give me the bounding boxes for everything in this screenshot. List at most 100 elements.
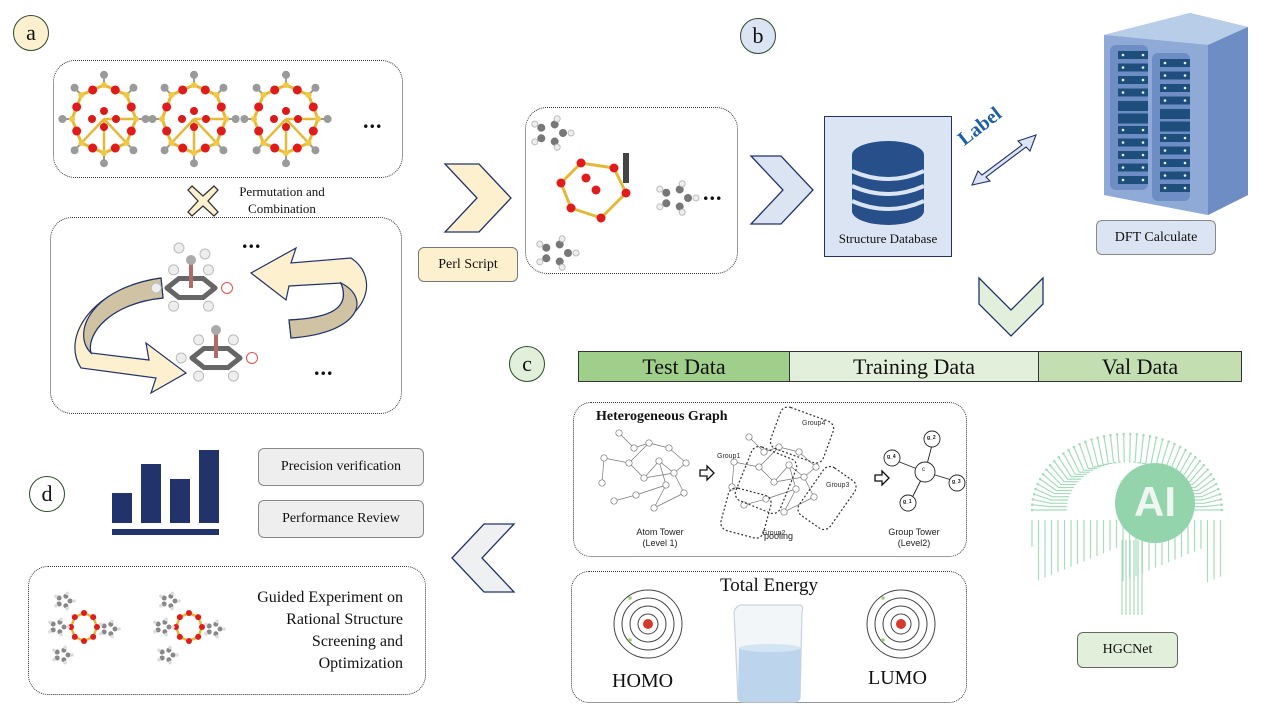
circuit-trace: [1137, 435, 1145, 464]
silsesquioxane-cages-box: [53, 60, 403, 178]
graph-node: [810, 493, 818, 501]
heterogeneous-graph-title: Heterogeneous Graph: [596, 409, 728, 424]
cages-ellipsis: ...: [363, 108, 383, 133]
center-node-label: c: [922, 467, 925, 473]
graph-node: [600, 454, 608, 462]
database-icon: [851, 141, 925, 225]
circuit-trace: [1073, 446, 1094, 471]
beaker-icon: [733, 604, 804, 703]
ligand-ellipsis-top: ...: [242, 228, 262, 253]
panel-label-b: b: [740, 18, 776, 54]
graph-node: [745, 433, 753, 441]
server-slot: [1160, 146, 1190, 155]
graph-node: [655, 457, 663, 465]
circuit-trace: [1037, 483, 1071, 495]
group-tower-line1: Group Tower: [888, 527, 940, 537]
optimized-molecule: [153, 591, 226, 665]
graph-node: [625, 459, 633, 467]
group2-label: Group2: [762, 530, 786, 537]
cage-molecule: [240, 70, 332, 168]
chevron-right-arrow-cream: [443, 163, 512, 233]
ligand-cycle-diagram: [74, 242, 368, 395]
circuit-trace: [1116, 434, 1121, 463]
circuit-trace: [1046, 469, 1077, 486]
ai-brain-circuit-icon: [1030, 432, 1224, 615]
group3-label: Group3: [826, 482, 850, 489]
server-slot: [1160, 59, 1190, 67]
cage-molecule: [58, 70, 150, 168]
g4-node-label: g_4: [887, 454, 896, 460]
panel-label-c: c: [509, 346, 545, 382]
atom-tower-label: Atom Tower (Level 1): [610, 527, 710, 549]
graph-node: [682, 459, 690, 467]
circuit-trace: [1032, 498, 1068, 504]
ligand-ring-molecule: [150, 242, 233, 312]
server-slot: [1160, 84, 1190, 92]
bidirectional-arrow: [971, 134, 1037, 186]
lumo-orbital-icon: [866, 589, 936, 659]
group4-outline: [769, 406, 835, 464]
generated-structures-box: [525, 107, 738, 274]
graph-node: [762, 495, 770, 503]
circuit-trace: [1097, 437, 1109, 465]
total-energy-label: Total Energy: [719, 575, 819, 596]
guided-experiment-text: Guided Experiment on Rational Structure …: [257, 587, 403, 675]
server-slot: [1160, 134, 1190, 142]
group-tower-label: Group Tower (Level2): [864, 527, 964, 549]
server-slot: [1118, 138, 1148, 147]
graph-node: [792, 485, 800, 493]
bar-chart-icon: [112, 450, 219, 535]
circuit-trace: [1049, 464, 1079, 483]
hgcnet-label: HGCNet: [1077, 632, 1178, 668]
graph-node: [728, 483, 736, 491]
circuit-trace: [1067, 449, 1091, 473]
permutation-label: Permutation and Combination: [232, 183, 332, 217]
ai-badge-text: AI: [1134, 478, 1176, 525]
circuit-trace: [1053, 460, 1082, 480]
graph-node: [662, 481, 670, 489]
optimized-molecules: [48, 591, 226, 665]
precision-verification-label: Precision verification: [258, 448, 424, 486]
training-data-segment: Training Data: [790, 352, 1039, 381]
product-ellipsis: ...: [703, 180, 723, 205]
graph-node: [680, 489, 688, 497]
group1-outline: [734, 445, 798, 515]
homo-orbital-icon: [613, 589, 683, 659]
guided-line3: Screening and: [311, 633, 403, 650]
test-data-segment: Test Data: [579, 352, 790, 381]
server-slot: [1118, 163, 1148, 172]
structure-database-label: Structure Database: [838, 231, 938, 246]
panel-label-d: d: [29, 476, 65, 512]
graph-node: [670, 469, 678, 477]
server-slot: [1118, 176, 1148, 184]
graph-node: [630, 444, 638, 452]
arrow-right-icon-2: [874, 469, 890, 487]
circuit-trace: [1123, 434, 1125, 463]
graph-node: [755, 463, 763, 471]
heterogeneous-graph-box: Heterogeneous Graph Group1 Group2 Group3…: [573, 402, 967, 557]
server-slot: [1118, 63, 1148, 72]
graph-node: [610, 497, 618, 505]
chevron-left-arrow-grey: [451, 523, 516, 593]
pooling-label: pooling: [764, 531, 794, 541]
server-slot: [1160, 184, 1190, 192]
graph-node: [615, 429, 623, 437]
group3-outline: [797, 465, 857, 531]
graph-node: [598, 479, 606, 487]
guided-line1: Guided Experiment on: [257, 589, 403, 606]
circuit-trace: [1062, 453, 1087, 475]
chevron-down-arrow-green: [978, 276, 1044, 337]
panel-label-a: a: [13, 15, 49, 51]
ligands-box: [50, 217, 402, 414]
cage-molecule: [148, 70, 240, 168]
ligand-ellipsis-bottom: ...: [314, 355, 334, 380]
circuit-trace: [1084, 441, 1101, 468]
graph-node: [785, 461, 793, 469]
circuit-trace: [1033, 493, 1069, 501]
server-slot: [1118, 76, 1148, 84]
circuit-trace: [1141, 436, 1151, 465]
server-slot: [1118, 88, 1148, 97]
circuit-trace: [1035, 488, 1070, 498]
graph-node: [770, 478, 778, 486]
arrow-right-icon-1: [699, 464, 715, 482]
